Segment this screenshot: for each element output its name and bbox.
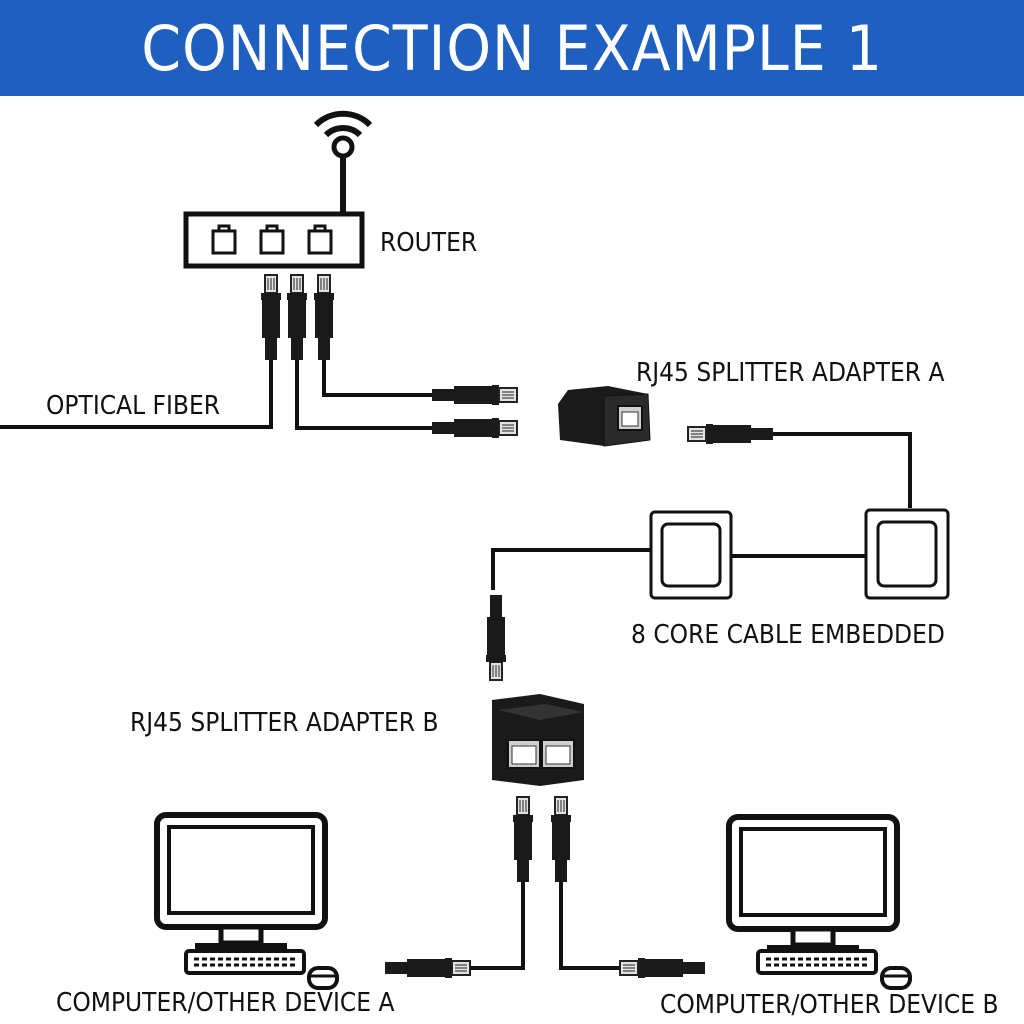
splitter-adapter-icon <box>558 386 651 447</box>
splitter-a-label: RJ45 SPLITTER ADAPTER A <box>636 358 945 388</box>
rj45-plug-icon <box>620 958 705 978</box>
mouse-icon <box>880 966 912 990</box>
cable-embedded <box>491 548 866 590</box>
page-title: CONNECTION EXAMPLE 1 <box>141 11 883 85</box>
rj45-plug-icon <box>512 796 534 883</box>
computer-icon <box>729 817 897 953</box>
cable-label: 8 CORE CABLE EMBEDDED <box>631 620 945 650</box>
keyboard-icon <box>184 949 306 975</box>
device-a-label: COMPUTER/OTHER DEVICE A <box>56 988 395 1018</box>
wall-socket-icon <box>649 510 733 600</box>
splitter-adapter-icon <box>492 694 584 786</box>
rj45-plug-icon <box>486 595 506 680</box>
title-banner: CONNECTION EXAMPLE 1 <box>0 0 1024 96</box>
keyboard-icon <box>756 949 878 975</box>
optical-fiber-label: OPTICAL FIBER <box>46 391 221 421</box>
rj45-plug-icon <box>286 274 308 361</box>
wifi-icon <box>313 110 373 214</box>
device-b-label: COMPUTER/OTHER DEVICE B <box>660 990 999 1020</box>
wall-socket-icon <box>864 508 950 600</box>
mouse-icon <box>307 966 339 990</box>
router-icon <box>183 211 365 269</box>
rj45-plug-icon <box>313 274 335 361</box>
rj45-plug-icon <box>260 274 282 361</box>
splitter-b-label: RJ45 SPLITTER ADAPTER B <box>130 708 439 738</box>
rj45-plug-icon <box>431 417 518 439</box>
cables-router <box>0 360 432 430</box>
rj45-plug-icon <box>550 796 572 883</box>
computer-icon <box>157 815 325 951</box>
cables-devices <box>470 882 620 970</box>
router-label: ROUTER <box>380 228 478 258</box>
rj45-plug-icon <box>431 384 518 406</box>
rj45-plug-icon <box>688 424 773 444</box>
rj45-plug-icon <box>384 957 471 979</box>
